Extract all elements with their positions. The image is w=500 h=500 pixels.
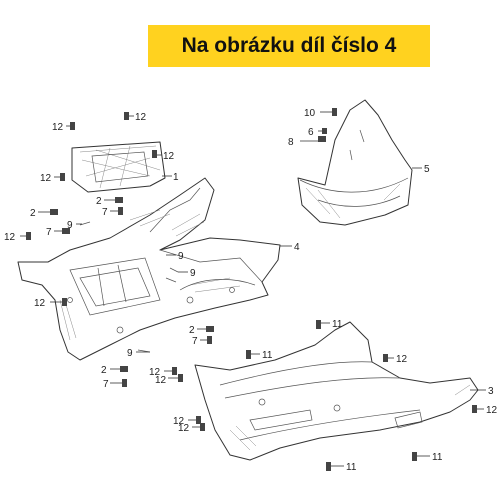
callout-11: 11: [346, 462, 357, 473]
callout-12: 12: [173, 416, 185, 427]
callout-11: 11: [262, 350, 273, 361]
fasteners: [26, 108, 477, 471]
callout-labels: 12 12 12 1 12 2 2 7 9 7 12 9 9 4 12 10 6…: [4, 108, 498, 473]
callout-12: 12: [4, 232, 16, 243]
callout-12: 12: [486, 405, 498, 416]
callout-4: 4: [294, 242, 300, 253]
callout-7: 7: [102, 207, 108, 218]
part-4-floor-panel: [17, 177, 281, 361]
callout-12: 12: [155, 375, 167, 386]
callout-3: 3: [488, 386, 494, 397]
callout-12: 12: [34, 298, 46, 309]
callout-11: 11: [432, 452, 443, 463]
callout-12: 12: [178, 423, 190, 434]
callout-12: 12: [149, 367, 161, 378]
callout-9: 9: [67, 220, 73, 231]
callout-9: 9: [178, 251, 184, 262]
callout-2: 2: [189, 325, 195, 336]
callout-10: 10: [304, 108, 316, 119]
callout-7: 7: [103, 379, 109, 390]
callout-8: 8: [288, 137, 294, 148]
callout-7: 7: [192, 336, 198, 347]
part-1-bracket: [71, 141, 166, 193]
part-number-banner: Na obrázku díl číslo 4: [148, 25, 430, 67]
callout-2: 2: [101, 365, 107, 376]
callout-9: 9: [127, 348, 133, 359]
callout-7: 7: [46, 227, 52, 238]
callout-2: 2: [96, 196, 102, 207]
leader-lines: [20, 111, 486, 467]
callout-9: 9: [190, 268, 196, 279]
callout-12: 12: [40, 173, 52, 184]
callout-12: 12: [163, 151, 175, 162]
callout-2: 2: [30, 208, 36, 219]
callout-12: 12: [135, 112, 147, 123]
callout-11: 11: [332, 319, 343, 330]
part-3-lower-panel: [194, 321, 479, 461]
callout-1: 1: [173, 172, 179, 183]
callout-12: 12: [52, 122, 64, 133]
part-5-front-inner-panel: [297, 99, 413, 226]
callout-12: 12: [396, 354, 408, 365]
callout-5: 5: [424, 164, 430, 175]
callout-6: 6: [308, 127, 314, 138]
